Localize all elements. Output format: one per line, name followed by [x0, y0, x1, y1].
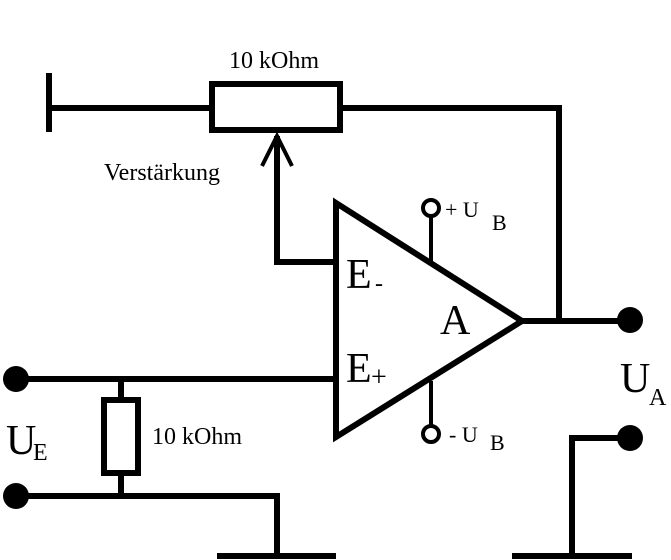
wire-input-ground	[16, 493, 280, 556]
wiper-arrow-icon	[260, 131, 294, 167]
wiper-label: Verstärkung	[104, 160, 220, 186]
supply-positive-label: + U	[445, 197, 479, 222]
pot-label: 10 kOhm	[229, 48, 319, 74]
noninverting-input-label: E	[346, 346, 372, 392]
supply-negative-label: - U	[449, 422, 478, 447]
noninverting-input-sub: +	[371, 362, 387, 393]
wire-feedback	[340, 105, 562, 321]
supply-negative-sub: B	[490, 430, 505, 455]
inverting-input-sub: -	[375, 271, 383, 297]
supply-negative-terminal-icon	[421, 424, 441, 444]
opamp-label: A	[440, 298, 471, 344]
potentiometer	[209, 81, 343, 133]
supply-positive-terminal-icon	[421, 198, 441, 218]
input-voltage-sub: E	[33, 440, 48, 466]
supply-positive-sub: B	[492, 210, 507, 235]
wire-output-ground	[569, 435, 630, 556]
input-resistor	[101, 397, 141, 476]
input-voltage-label: U	[6, 418, 36, 464]
output-voltage-sub: A	[649, 385, 667, 411]
inverting-input-label: E	[346, 252, 372, 298]
input-resistor-label: 10 kOhm	[152, 424, 242, 450]
output-terminal-top[interactable]	[617, 307, 643, 333]
output-voltage-label: U	[620, 356, 650, 402]
